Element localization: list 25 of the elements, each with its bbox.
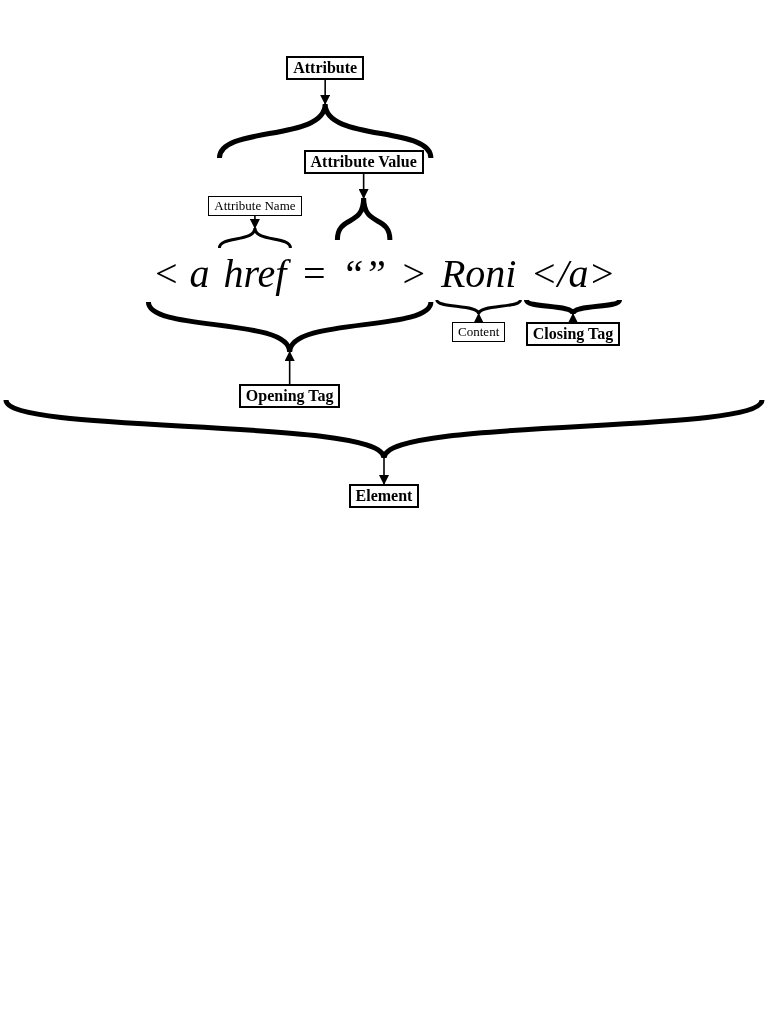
callout-label: Attribute Name [208, 196, 302, 216]
curly-brace [146, 301, 434, 355]
code-text: “” [341, 250, 386, 298]
callout-label: Content [452, 322, 506, 342]
arrow [284, 351, 295, 385]
callout-label: Attribute [286, 56, 365, 80]
callout-label: Opening Tag [238, 384, 341, 408]
curly-brace [524, 298, 622, 317]
arrow [568, 313, 578, 323]
curly-brace [435, 299, 522, 316]
arrow [379, 457, 389, 485]
callout-label: Closing Tag [525, 322, 621, 346]
arrow [249, 215, 260, 229]
arrow [473, 313, 484, 323]
code-text: Roni [440, 250, 517, 298]
arrow [358, 173, 369, 199]
curly-brace [218, 226, 292, 249]
code-text: </a> [530, 250, 616, 298]
curly-brace [334, 195, 393, 241]
callout-label: Element [348, 484, 420, 508]
code-text: < a [152, 250, 210, 298]
code-text: > [399, 250, 427, 298]
arrow [320, 79, 331, 105]
code-text: = [300, 250, 328, 298]
callout-label: Attribute Value [303, 150, 424, 174]
